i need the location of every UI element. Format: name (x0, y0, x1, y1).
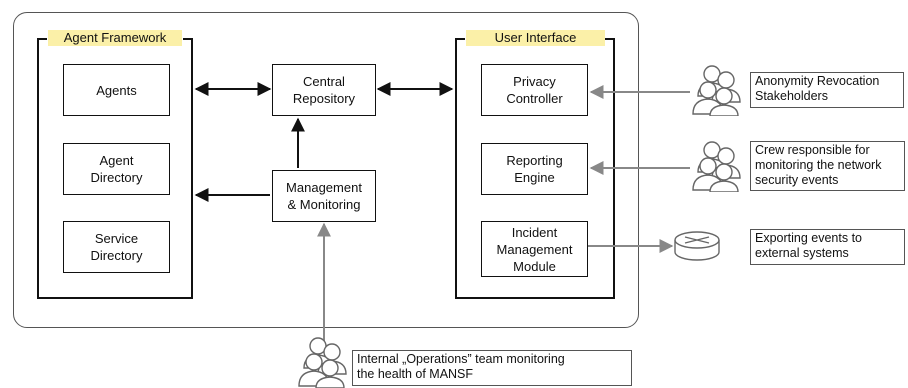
operations-note: Internal „Operations” team monitoring th… (352, 350, 632, 386)
people-group-icon (692, 141, 741, 192)
system-boundary (13, 12, 639, 328)
agent-directory-box: Agent Directory (63, 143, 170, 195)
exporting-note: Exporting events to external systems (750, 229, 905, 265)
agents-box: Agents (63, 64, 170, 116)
central-repository-box: Central Repository (272, 64, 376, 116)
service-directory-box: Service Directory (63, 221, 170, 273)
privacy-controller-box: Privacy Controller (481, 64, 588, 116)
anonymity-stakeholders-note: Anonymity Revocation Stakeholders (750, 72, 904, 108)
agent-framework-panel (37, 38, 193, 299)
agent-framework-title: Agent Framework (48, 30, 182, 46)
management-monitoring-box: Management & Monitoring (272, 170, 376, 222)
user-interface-title: User Interface (466, 30, 605, 46)
crew-note: Crew responsible for monitoring the netw… (750, 141, 905, 191)
router-icon (674, 231, 720, 261)
people-group-icon (692, 65, 741, 116)
reporting-engine-box: Reporting Engine (481, 143, 588, 195)
people-group-icon (298, 337, 347, 388)
incident-management-box: Incident Management Module (481, 221, 588, 277)
